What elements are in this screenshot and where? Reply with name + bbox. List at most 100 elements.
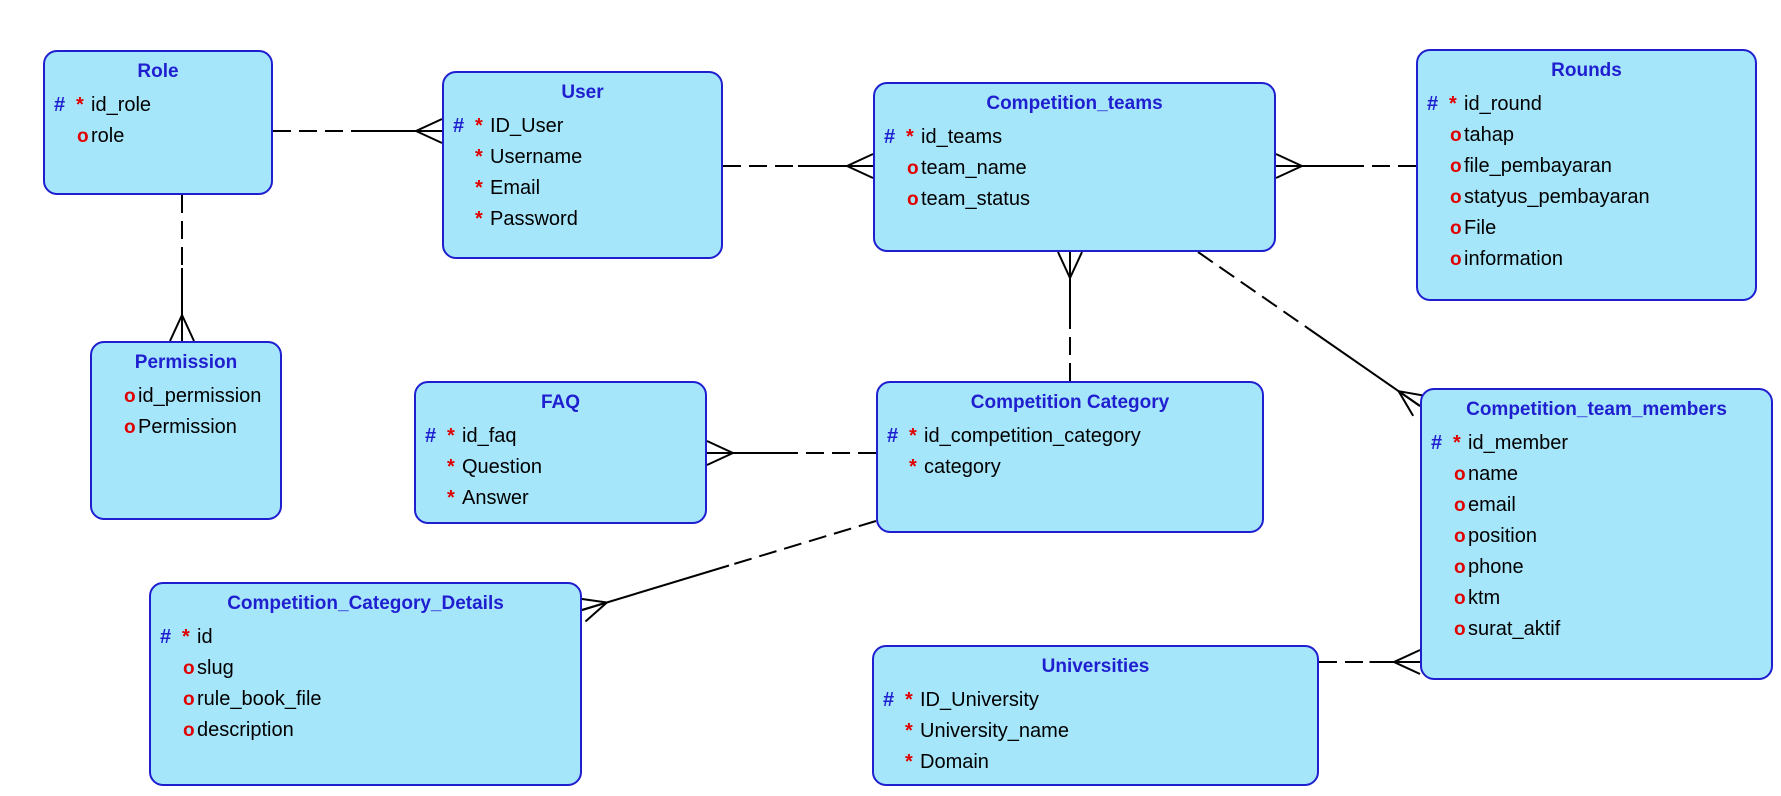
primary-key-marker: #: [453, 115, 465, 137]
required-marker: *: [905, 689, 913, 711]
attribute-name: description: [197, 719, 294, 741]
attribute-row: * University_name: [874, 716, 1317, 747]
entity-title: Permission: [134, 352, 238, 373]
attribute-name: slug: [197, 657, 234, 679]
entity-user[interactable]: User #*ID_User*Username*Email*Password: [442, 71, 723, 259]
attribute-name: statyus_pembayaran: [1464, 186, 1650, 208]
attribute-name: team_name: [921, 157, 1027, 179]
attribute-name: team_status: [921, 188, 1030, 210]
attribute-name: surat_aktif: [1468, 618, 1561, 640]
attribute-name: id_round: [1464, 93, 1542, 115]
required-marker: *: [475, 177, 483, 199]
required-marker: *: [905, 720, 913, 742]
entity-title: Rounds: [1551, 60, 1622, 81]
primary-key-marker: #: [1427, 93, 1439, 115]
optional-marker: o: [1454, 495, 1466, 516]
attribute-name: name: [1468, 463, 1519, 485]
attribute-row: * Email: [444, 173, 721, 204]
attribute-name: email: [1468, 494, 1516, 516]
attribute-row: #*id_faq: [416, 421, 705, 452]
optional-marker: o: [124, 386, 136, 407]
optional-marker: o: [183, 689, 195, 710]
attribute-row: *Password: [444, 204, 721, 235]
attribute-row: #*id_competition_category: [878, 421, 1262, 452]
attribute-name: ID_University: [920, 689, 1039, 711]
entity-title: Competition_Category_Details: [227, 593, 504, 614]
entity-competition-category[interactable]: Competition Category #*id_competition_ca…: [876, 381, 1264, 533]
attribute-row: #*id_role: [45, 90, 271, 121]
optional-marker: o: [1450, 187, 1462, 208]
attribute-list: #*id_faq*Question*Answer: [416, 421, 705, 514]
required-marker: *: [475, 146, 483, 168]
attribute-row: # * id_round: [1418, 89, 1755, 120]
relationship-rounds-competition_teams: [1275, 153, 1416, 179]
optional-marker: o: [1454, 588, 1466, 609]
required-marker: *: [909, 425, 917, 447]
attribute-name: information: [1464, 248, 1563, 270]
required-marker: *: [1453, 432, 1461, 454]
attribute-name: University_name: [920, 720, 1069, 742]
attribute-name: Email: [490, 177, 541, 199]
attribute-row: #*ID_University: [874, 685, 1317, 716]
attribute-name: File: [1464, 217, 1497, 239]
attribute-name: id_competition_category: [924, 425, 1141, 447]
primary-key-marker: #: [160, 626, 172, 648]
attribute-list: #*ID_University*University_name*Domain: [874, 685, 1317, 778]
relationship-competition_category-faq: [706, 440, 876, 466]
attribute-name: Permission: [138, 416, 237, 438]
entity-faq[interactable]: FAQ #*id_faq*Question*Answer: [414, 381, 707, 524]
attribute-name: Password: [490, 208, 578, 230]
attribute-row: *Question: [416, 452, 705, 483]
attribute-row: #*ID_User: [444, 111, 721, 142]
attribute-name: id_member: [1468, 432, 1569, 454]
attribute-row: *category: [878, 452, 1262, 483]
attribute-name: id_teams: [921, 126, 1003, 148]
attribute-name: ktm: [1468, 587, 1501, 609]
attribute-name: id_permission: [138, 385, 262, 407]
optional-marker: o: [1450, 249, 1462, 270]
relationship-universities-competition_team_members: [1319, 649, 1421, 675]
attribute-name: id: [197, 626, 213, 648]
attribute-row: *Domain: [874, 747, 1317, 778]
required-marker: *: [447, 487, 455, 509]
entity-title: Role: [137, 61, 179, 82]
required-marker: *: [76, 94, 84, 116]
relationship-competition_category-competition_category_details: [578, 520, 877, 623]
entity-title: Competition_team_members: [1466, 399, 1727, 420]
optional-marker: o: [124, 417, 136, 438]
required-marker: *: [1449, 93, 1457, 115]
optional-marker: o: [1450, 218, 1462, 239]
attribute-name: phone: [1468, 556, 1524, 578]
attribute-list: #*id_competition_category*category: [878, 421, 1262, 483]
optional-marker: o: [907, 189, 919, 210]
attribute-name: rule_book_file: [197, 688, 322, 710]
attribute-row: #*id_teams: [875, 122, 1274, 153]
entity-universities[interactable]: Universities #*ID_University*University_…: [872, 645, 1319, 786]
optional-marker: o: [1454, 464, 1466, 485]
attribute-name: Domain: [920, 751, 989, 773]
optional-marker: o: [1450, 125, 1462, 146]
optional-marker: o: [907, 158, 919, 179]
attribute-name: id_role: [91, 94, 152, 116]
required-marker: *: [909, 456, 917, 478]
